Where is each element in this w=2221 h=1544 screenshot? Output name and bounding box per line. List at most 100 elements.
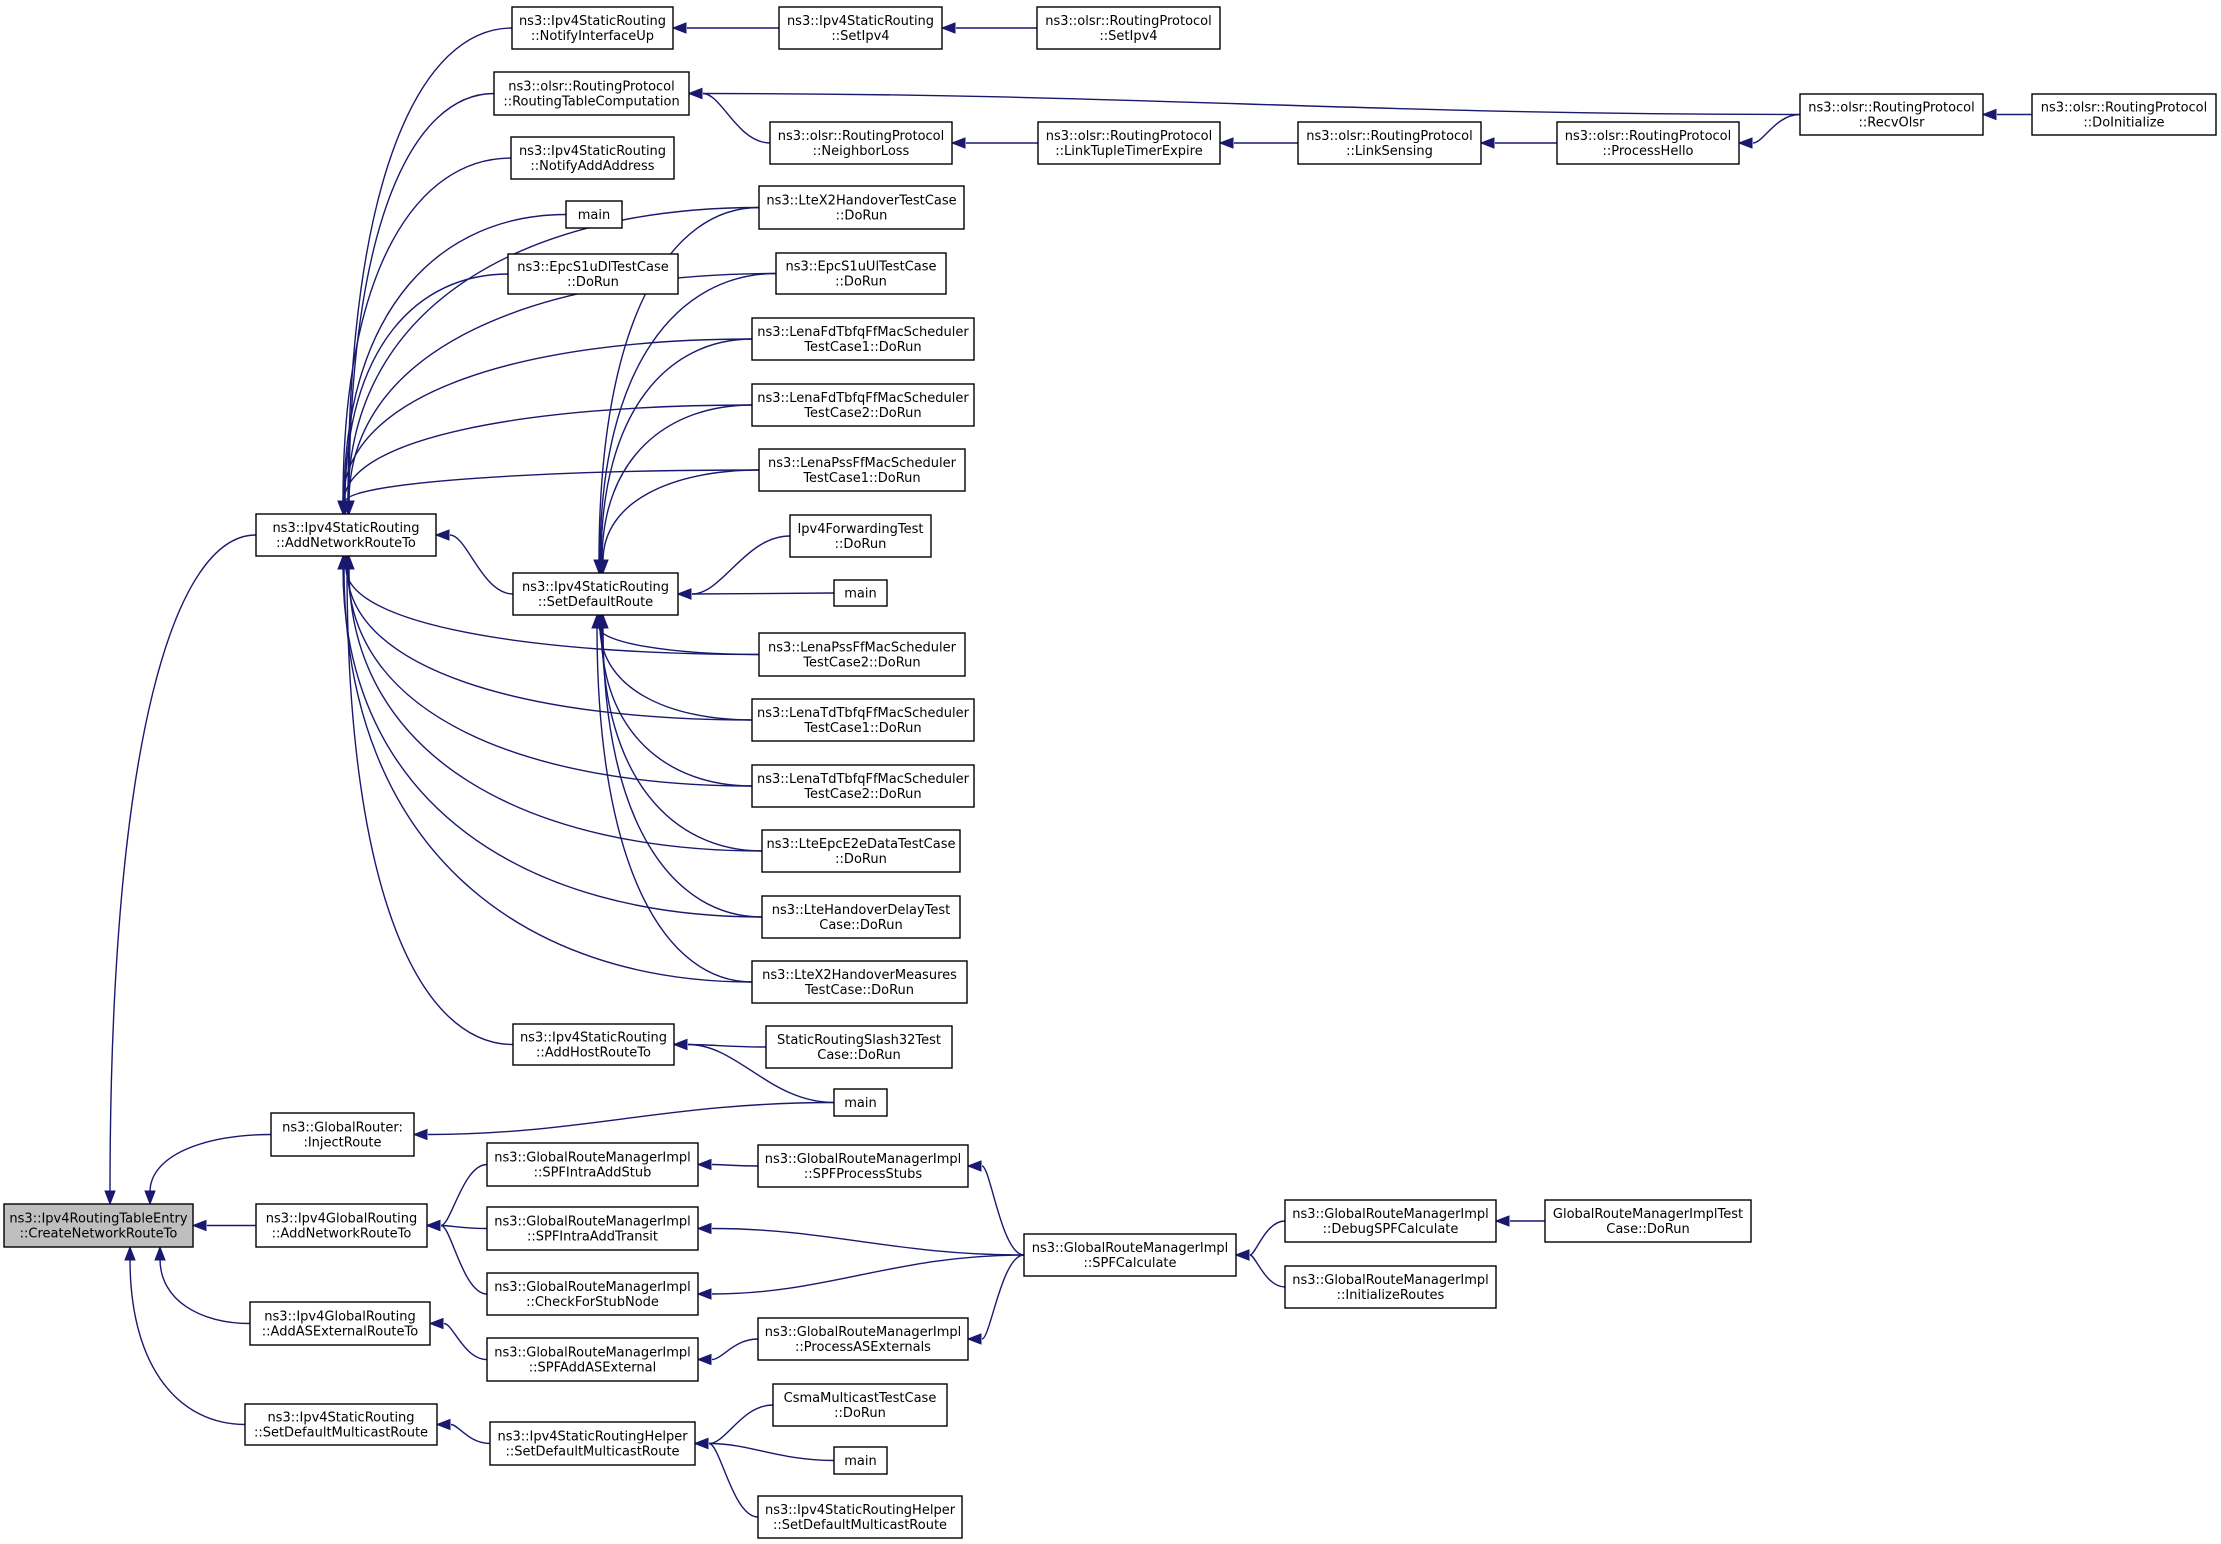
function-node-grm-addasext[interactable]: ns3::GlobalRouteManagerImpl::SPFAddASExt… — [486, 1337, 699, 1382]
function-node-sr-notifyaddr[interactable]: ns3::Ipv4StaticRouting::NotifyAddAddress — [510, 136, 675, 180]
node-box[interactable] — [751, 317, 975, 361]
node-box[interactable] — [489, 1421, 696, 1466]
node-box[interactable] — [775, 252, 947, 295]
function-node-sr-addhost[interactable]: ns3::Ipv4StaticRouting::AddHostRouteTo — [512, 1023, 675, 1066]
function-node-grm-processstubs[interactable]: ns3::GlobalRouteManagerImpl::SPFProcessS… — [757, 1144, 969, 1188]
function-node-olsr-ltte[interactable]: ns3::olsr::RoutingProtocol::LinkTupleTim… — [1037, 121, 1221, 165]
function-node-lenafd1[interactable]: ns3::LenaFdTbfqFfMacSchedulerTestCase1::… — [751, 317, 975, 361]
function-node-main1[interactable]: main — [565, 200, 623, 229]
function-node-grm-checkstub[interactable]: ns3::GlobalRouteManagerImpl::CheckForStu… — [486, 1272, 699, 1316]
node-box[interactable] — [1556, 121, 1740, 165]
function-node-olsr-setipv4[interactable]: ns3::olsr::RoutingProtocol::SetIpv4 — [1036, 6, 1221, 50]
node-box[interactable] — [507, 253, 679, 295]
function-node-lenapss1[interactable]: ns3::LenaPssFfMacSchedulerTestCase1::DoR… — [758, 448, 966, 492]
node-box[interactable] — [769, 121, 953, 165]
node-box[interactable] — [1544, 1199, 1752, 1243]
node-box[interactable] — [758, 185, 965, 230]
node-box[interactable] — [833, 1088, 888, 1117]
node-box[interactable] — [758, 448, 966, 492]
function-node-lenatd1[interactable]: ns3::LenaTdTbfqFfMacSchedulerTestCase1::… — [751, 698, 975, 742]
function-node-grm-processas[interactable]: ns3::GlobalRouteManagerImpl::ProcessASEx… — [757, 1317, 969, 1361]
function-node-main3[interactable]: main — [833, 1088, 888, 1117]
function-node-lenatd2[interactable]: ns3::LenaTdTbfqFfMacSchedulerTestCase2::… — [751, 764, 975, 808]
function-node-grm-initroutes[interactable]: ns3::GlobalRouteManagerImpl::InitializeR… — [1284, 1265, 1497, 1309]
function-node-olsr-recv[interactable]: ns3::olsr::RoutingProtocol::RecvOlsr — [1799, 93, 1984, 136]
function-node-olsr-ls[interactable]: ns3::olsr::RoutingProtocol::LinkSensing — [1297, 121, 1482, 165]
node-box[interactable] — [2031, 93, 2217, 136]
node-box[interactable] — [778, 6, 943, 50]
function-node-csmamc[interactable]: CsmaMulticastTestCase::DoRun — [772, 1383, 948, 1427]
node-box[interactable] — [751, 383, 975, 427]
function-node-olsr-ph[interactable]: ns3::olsr::RoutingProtocol::ProcessHello — [1556, 121, 1740, 165]
node-box[interactable] — [757, 1317, 969, 1361]
function-node-main2[interactable]: main — [833, 579, 888, 607]
function-node-epcs1dl[interactable]: ns3::EpcS1uDlTestCase::DoRun — [507, 253, 679, 295]
function-node-gr-addnet[interactable]: ns3::Ipv4GlobalRouting::AddNetworkRouteT… — [255, 1203, 428, 1248]
node-box[interactable] — [833, 1446, 888, 1475]
node-box[interactable] — [751, 960, 968, 1004]
node-box[interactable] — [1284, 1265, 1497, 1309]
function-node-sr-setdefmc[interactable]: ns3::Ipv4StaticRouting::SetDefaultMultic… — [244, 1403, 438, 1446]
node-box[interactable] — [751, 764, 975, 808]
function-node-root[interactable]: ns3::Ipv4RoutingTableEntry::CreateNetwor… — [3, 1203, 194, 1248]
function-node-epcs1ul[interactable]: ns3::EpcS1uUlTestCase::DoRun — [775, 252, 947, 295]
function-node-grm-debugspf[interactable]: ns3::GlobalRouteManagerImpl::DebugSPFCal… — [1284, 1199, 1497, 1243]
node-box[interactable] — [486, 1272, 699, 1316]
node-box[interactable] — [833, 579, 888, 607]
function-node-sr-addnet[interactable]: ns3::Ipv4StaticRouting::AddNetworkRouteT… — [255, 513, 437, 557]
function-node-lenapss2[interactable]: ns3::LenaPssFfMacSchedulerTestCase2::DoR… — [758, 632, 966, 677]
node-box[interactable] — [510, 136, 675, 180]
function-node-srh-setdefmc[interactable]: ns3::Ipv4StaticRoutingHelper::SetDefault… — [489, 1421, 696, 1466]
node-box[interactable] — [512, 1023, 675, 1066]
function-node-sr-notifyup[interactable]: ns3::Ipv4StaticRouting::NotifyInterfaceU… — [511, 6, 674, 50]
node-box[interactable] — [486, 1206, 699, 1251]
function-node-grm-intrastub[interactable]: ns3::GlobalRouteManagerImpl::SPFIntraAdd… — [486, 1142, 699, 1187]
function-node-ltex2ho[interactable]: ns3::LteX2HandoverTestCase::DoRun — [758, 185, 965, 230]
function-node-sr-setipv4[interactable]: ns3::Ipv4StaticRouting::SetIpv4 — [778, 6, 943, 50]
node-box[interactable] — [751, 698, 975, 742]
node-box[interactable] — [3, 1203, 194, 1248]
node-box[interactable] — [565, 200, 623, 229]
node-box[interactable] — [493, 71, 690, 116]
node-box[interactable] — [486, 1142, 699, 1187]
node-box[interactable] — [757, 1144, 969, 1188]
node-box[interactable] — [1284, 1199, 1497, 1243]
function-node-olsr-doinit[interactable]: ns3::olsr::RoutingProtocol::DoInitialize — [2031, 93, 2217, 136]
function-node-lenafd2[interactable]: ns3::LenaFdTbfqFfMacSchedulerTestCase2::… — [751, 383, 975, 427]
function-node-grm-intratransit[interactable]: ns3::GlobalRouteManagerImpl::SPFIntraAdd… — [486, 1206, 699, 1251]
node-box[interactable] — [244, 1403, 438, 1446]
node-box[interactable] — [255, 513, 437, 557]
function-node-ltex2meas[interactable]: ns3::LteX2HandoverMeasuresTestCase::DoRu… — [751, 960, 968, 1004]
node-box[interactable] — [512, 572, 679, 616]
node-box[interactable] — [1023, 1233, 1237, 1277]
function-node-gr-addas[interactable]: ns3::Ipv4GlobalRouting::AddASExternalRou… — [249, 1301, 431, 1346]
node-box[interactable] — [789, 514, 932, 558]
node-box[interactable] — [255, 1203, 428, 1248]
node-box[interactable] — [765, 1025, 953, 1069]
node-box[interactable] — [249, 1301, 431, 1346]
function-node-main4[interactable]: main — [833, 1446, 888, 1475]
node-box[interactable] — [1037, 121, 1221, 165]
node-box[interactable] — [761, 829, 961, 873]
function-node-srh-setdefmc2[interactable]: ns3::Ipv4StaticRoutingHelper::SetDefault… — [757, 1495, 963, 1539]
function-node-ipv4fwd[interactable]: Ipv4ForwardingTest::DoRun — [789, 514, 932, 558]
function-node-sr-setdef[interactable]: ns3::Ipv4StaticRouting::SetDefaultRoute — [512, 572, 679, 616]
node-box[interactable] — [772, 1383, 948, 1427]
node-box[interactable] — [758, 632, 966, 677]
node-box[interactable] — [486, 1337, 699, 1382]
function-node-grm-spfcalc[interactable]: ns3::GlobalRouteManagerImpl::SPFCalculat… — [1023, 1233, 1237, 1277]
function-node-lteepc[interactable]: ns3::LteEpcE2eDataTestCase::DoRun — [761, 829, 961, 873]
function-node-gr-inject[interactable]: ns3::GlobalRouter::InjectRoute — [270, 1112, 415, 1157]
node-box[interactable] — [757, 1495, 963, 1539]
function-node-olsr-nloss[interactable]: ns3::olsr::RoutingProtocol::NeighborLoss — [769, 121, 953, 165]
function-node-olsr-rtc[interactable]: ns3::olsr::RoutingProtocol::RoutingTable… — [493, 71, 690, 116]
node-box[interactable] — [511, 6, 674, 50]
node-box[interactable] — [270, 1112, 415, 1157]
node-box[interactable] — [1799, 93, 1984, 136]
node-box[interactable] — [1036, 6, 1221, 50]
node-box[interactable] — [1297, 121, 1482, 165]
node-box[interactable] — [761, 895, 961, 939]
